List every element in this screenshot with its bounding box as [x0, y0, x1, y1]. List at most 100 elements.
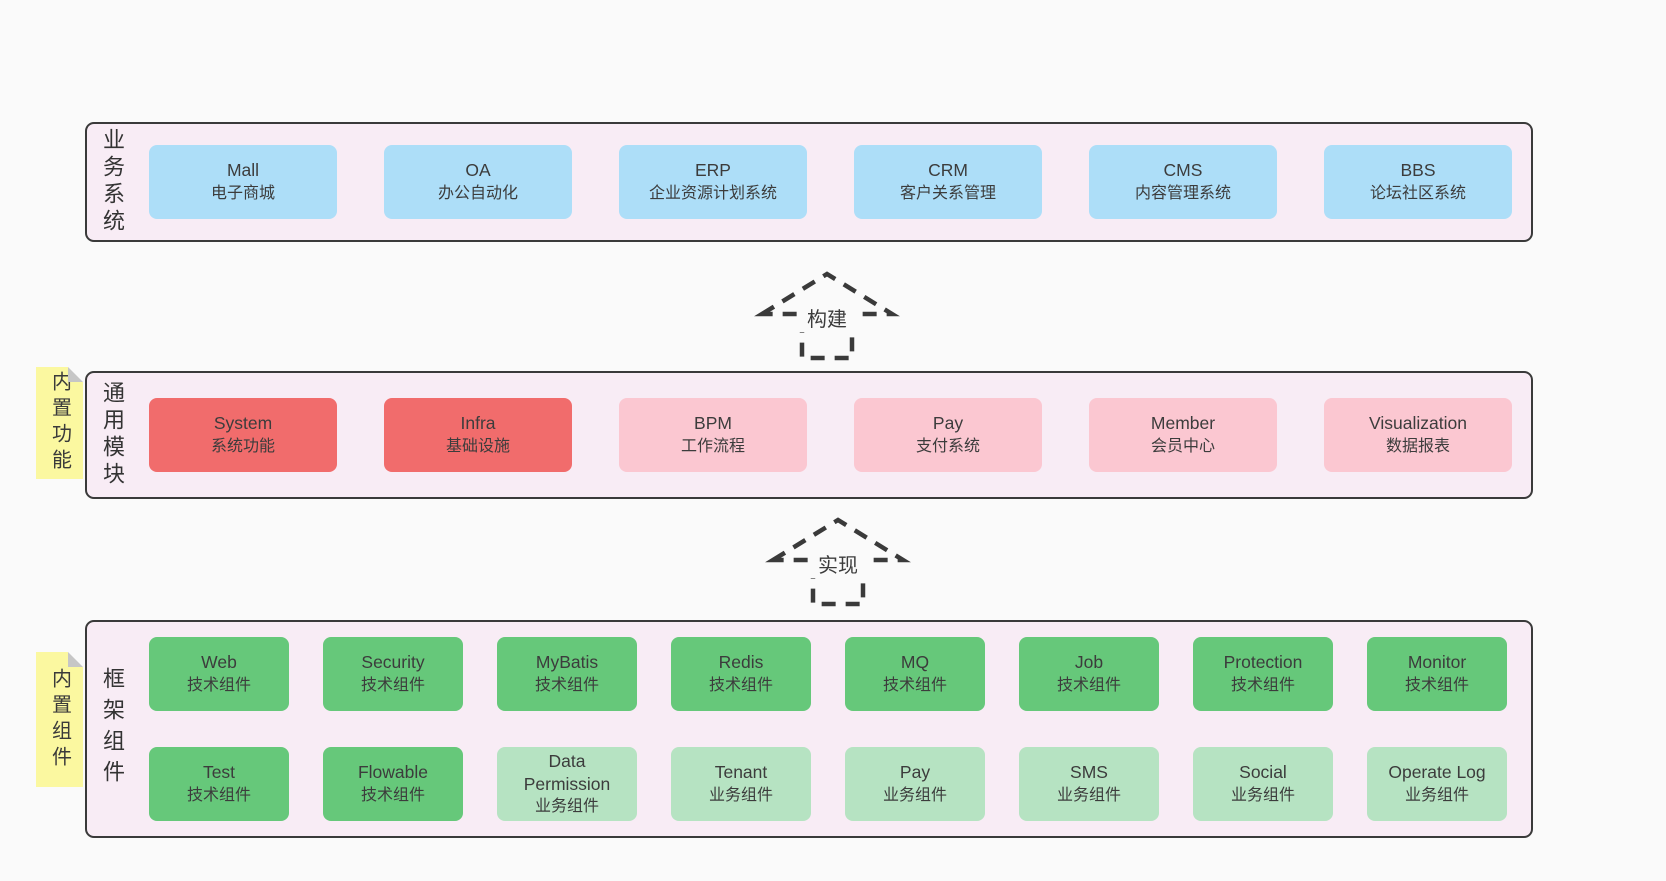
box-title: CRM [928, 160, 968, 181]
box-subtitle: 技术组件 [1056, 676, 1121, 694]
box-pay-business: Pay 业务组件 [845, 747, 985, 821]
panel-label-modules: 通用模块 [100, 381, 125, 489]
box-title: Infra [460, 413, 496, 434]
box-monitor: Monitor 技术组件 [1367, 637, 1507, 711]
box-data-permission: Data Permission 业务组件 [497, 747, 637, 821]
box-title: Operate Log [1388, 762, 1486, 783]
box-operate-log: Operate Log 业务组件 [1367, 747, 1507, 821]
box-visualization: Visualization 数据报表 [1324, 398, 1512, 472]
sticky-note-text: 内置功能 [48, 371, 71, 475]
box-title: ERP [695, 160, 731, 181]
arrow-label-implement: 实现 [818, 554, 858, 577]
panel-label-framework: 框架组件 [100, 667, 125, 791]
box-subtitle: 技术组件 [534, 676, 599, 694]
box-subtitle: 技术组件 [186, 786, 251, 804]
box-protection: Protection 技术组件 [1193, 637, 1333, 711]
box-subtitle: 会员中心 [1150, 437, 1215, 455]
box-mall: Mall 电子商城 [149, 145, 337, 219]
box-subtitle: 基础设施 [445, 437, 510, 455]
framework-box-row-1: Web 技术组件 Security 技术组件 MyBatis 技术组件 Redi… [149, 637, 1507, 711]
panel-business-systems: 业务系统 Mall 电子商城 OA 办公自动化 ERP 企业资源计划系统 CRM… [85, 122, 1533, 242]
box-security: Security 技术组件 [323, 637, 463, 711]
box-bpm: BPM 工作流程 [619, 398, 807, 472]
box-title: MyBatis [535, 652, 599, 673]
box-system: System 系统功能 [149, 398, 337, 472]
arrow-label-build: 构建 [807, 308, 847, 331]
business-box-row: Mall 电子商城 OA 办公自动化 ERP 企业资源计划系统 CRM 客户关系… [149, 145, 1512, 219]
box-pay: Pay 支付系统 [854, 398, 1042, 472]
box-cms: CMS 内容管理系统 [1089, 145, 1277, 219]
box-test: Test 技术组件 [149, 747, 289, 821]
box-subtitle: 技术组件 [360, 786, 425, 804]
box-redis: Redis 技术组件 [671, 637, 811, 711]
box-sms: SMS 业务组件 [1019, 747, 1159, 821]
box-title: Security [361, 652, 425, 673]
box-title: MQ [900, 652, 930, 673]
box-tenant: Tenant 业务组件 [671, 747, 811, 821]
implement-up-arrow-icon: 实现 [765, 517, 911, 607]
box-title: Pay [932, 413, 964, 434]
box-erp: ERP 企业资源计划系统 [619, 145, 807, 219]
box-member: Member 会员中心 [1089, 398, 1277, 472]
box-infra: Infra 基础设施 [384, 398, 572, 472]
modules-box-row: System 系统功能 Infra 基础设施 BPM 工作流程 Pay 支付系统… [149, 398, 1512, 472]
box-title: Web [201, 652, 237, 673]
panel-label-business: 业务系统 [100, 128, 125, 236]
box-subtitle: 客户关系管理 [899, 184, 996, 202]
sticky-note-text: 内置组件 [48, 667, 71, 772]
sticky-note-builtin-components: 内置组件 [36, 652, 83, 787]
arrow-label-backdrop [799, 304, 855, 332]
box-subtitle: 业务组件 [1404, 786, 1469, 804]
box-flowable: Flowable 技术组件 [323, 747, 463, 821]
box-title: Member [1150, 413, 1216, 434]
build-up-arrow-icon: 构建 [754, 271, 900, 361]
box-subtitle: 技术组件 [708, 676, 773, 694]
box-title: Protection [1223, 652, 1303, 673]
box-social: Social 业务组件 [1193, 747, 1333, 821]
box-subtitle: 企业资源计划系统 [648, 184, 777, 202]
box-mybatis: MyBatis 技术组件 [497, 637, 637, 711]
box-title: Pay [899, 762, 931, 783]
box-title: BPM [694, 413, 732, 434]
panel-framework-components: 框架组件 Web 技术组件 Security 技术组件 MyBatis 技术组件… [85, 620, 1533, 838]
box-job: Job 技术组件 [1019, 637, 1159, 711]
box-title: Visualization [1369, 413, 1467, 434]
framework-box-row-2: Test 技术组件 Flowable 技术组件 Data Permission … [149, 747, 1507, 821]
box-title: Mall [226, 160, 260, 181]
box-subtitle: 业务组件 [708, 786, 773, 804]
box-subtitle: 系统功能 [210, 437, 275, 455]
box-web: Web 技术组件 [149, 637, 289, 711]
box-subtitle: 工作流程 [680, 437, 745, 455]
box-subtitle: 技术组件 [1230, 676, 1295, 694]
arrow-label-backdrop [810, 550, 866, 578]
box-title: Job [1074, 652, 1104, 673]
box-bbs: BBS 论坛社区系统 [1324, 145, 1512, 219]
box-title: Monitor [1407, 652, 1467, 673]
panel-common-modules: 通用模块 System 系统功能 Infra 基础设施 BPM 工作流程 Pay… [85, 371, 1533, 499]
box-subtitle: 内容管理系统 [1134, 184, 1231, 202]
box-subtitle: 办公自动化 [437, 184, 518, 202]
box-title: Test [202, 762, 236, 783]
box-title: CMS [1163, 160, 1203, 181]
box-subtitle: 业务组件 [1056, 786, 1121, 804]
box-title: Tenant [714, 762, 768, 783]
box-title: SMS [1070, 762, 1108, 783]
box-title: System [213, 413, 273, 434]
box-subtitle: 电子商城 [210, 184, 275, 202]
box-subtitle: 论坛社区系统 [1369, 184, 1466, 202]
box-title: BBS [1400, 160, 1436, 181]
box-title: Social [1239, 762, 1287, 783]
box-mq: MQ 技术组件 [845, 637, 985, 711]
box-subtitle: 技术组件 [186, 676, 251, 694]
box-subtitle: 技术组件 [360, 676, 425, 694]
box-subtitle: 技术组件 [882, 676, 947, 694]
box-subtitle: 业务组件 [882, 786, 947, 804]
box-subtitle: 数据报表 [1385, 437, 1450, 455]
box-subtitle: 业务组件 [534, 798, 599, 816]
box-subtitle: 业务组件 [1230, 786, 1295, 804]
box-oa: OA 办公自动化 [384, 145, 572, 219]
framework-box-rows: Web 技术组件 Security 技术组件 MyBatis 技术组件 Redi… [149, 637, 1507, 821]
box-crm: CRM 客户关系管理 [854, 145, 1042, 219]
box-subtitle: 技术组件 [1404, 676, 1469, 694]
